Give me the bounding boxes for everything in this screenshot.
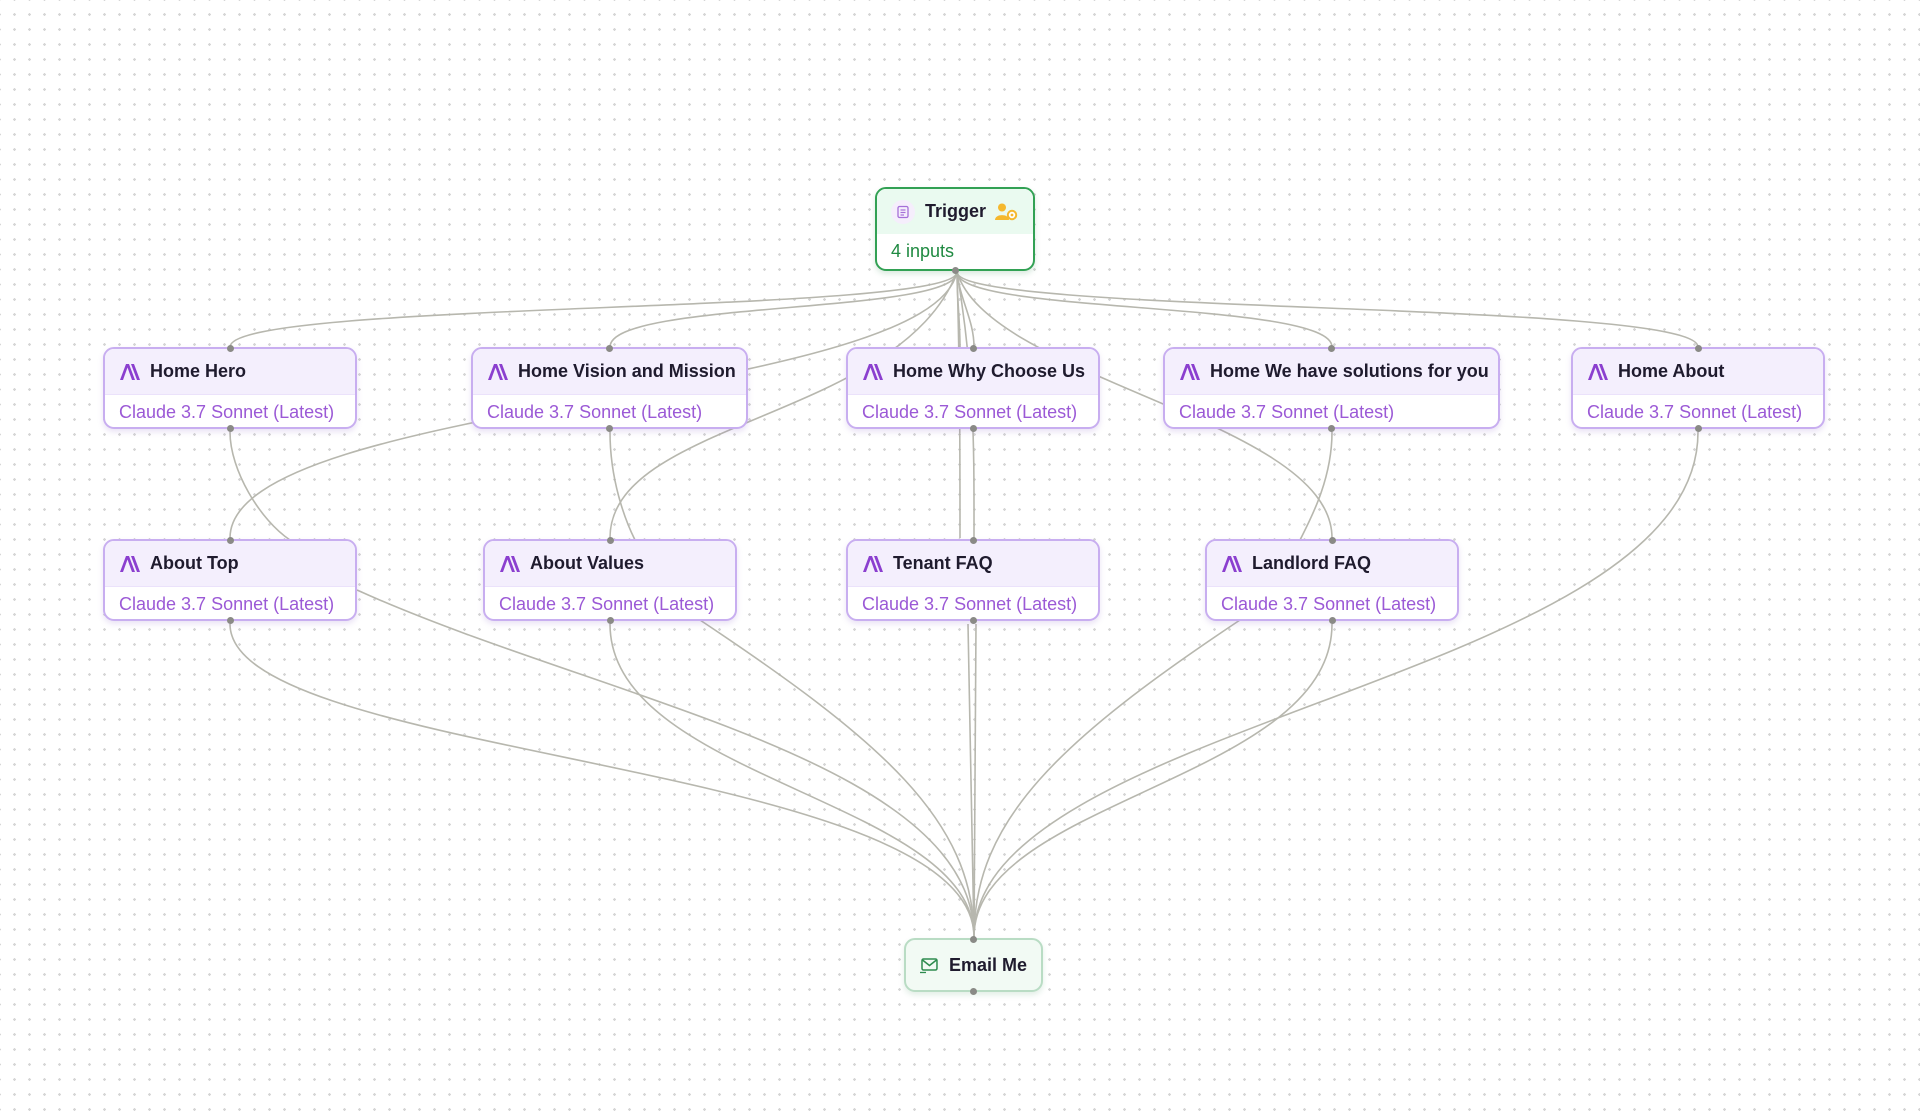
anthropic-icon	[863, 555, 883, 572]
user-gear-icon	[995, 203, 1018, 220]
node-about-values[interactable]: About Values Claude 3.7 Sonnet (Latest)	[483, 537, 737, 624]
edge-tenant-faq-email-a	[967, 623, 975, 938]
edge-home-about-email	[973, 431, 1699, 938]
input-handle[interactable]	[226, 345, 234, 352]
edge-about-top-email-a	[229, 623, 975, 938]
node-header: Home We have solutions for you	[1165, 349, 1498, 395]
node-model: Claude 3.7 Sonnet (Latest)	[119, 594, 335, 614]
node-home-why[interactable]: Home Why Choose Us Claude 3.7 Sonnet (La…	[846, 345, 1100, 432]
node-model: Claude 3.7 Sonnet (Latest)	[499, 594, 715, 614]
output-handle[interactable]	[970, 988, 977, 995]
input-handle[interactable]	[226, 537, 234, 544]
edge-landlord-faq-email-a	[973, 623, 1333, 938]
edge-trigger-home-hero	[229, 271, 958, 348]
node-title: Home Why Choose Us	[893, 361, 1086, 381]
input-handle[interactable]	[969, 537, 977, 544]
node-model: Claude 3.7 Sonnet (Latest)	[862, 594, 1078, 614]
node-title: Tenant FAQ	[893, 553, 993, 573]
output-handle[interactable]	[969, 425, 977, 432]
output-handle[interactable]	[1328, 425, 1335, 432]
node-title: Home Hero	[150, 361, 247, 381]
output-handle[interactable]	[606, 425, 613, 432]
trigger-title: Trigger	[925, 201, 987, 221]
output-handle[interactable]	[1328, 617, 1336, 624]
node-title: Home We have solutions for you	[1210, 361, 1489, 381]
edge-landlord-faq-email-b	[973, 619, 1241, 938]
node-model: Claude 3.7 Sonnet (Latest)	[1221, 594, 1437, 614]
edge-trigger-home-vision	[609, 271, 958, 348]
node-title: Home About	[1618, 361, 1725, 381]
node-title: Home Vision and Mission	[518, 361, 736, 381]
node-landlord-faq[interactable]: Landlord FAQ Claude 3.7 Sonnet (Latest)	[1205, 537, 1459, 624]
email-me-node[interactable]: Email Me	[904, 936, 1043, 995]
node-model: Claude 3.7 Sonnet (Latest)	[1179, 402, 1395, 422]
node-model: Claude 3.7 Sonnet (Latest)	[487, 402, 703, 422]
node-header: About Values	[485, 541, 735, 587]
node-model: Claude 3.7 Sonnet (Latest)	[862, 402, 1078, 422]
node-header: Home About	[1573, 349, 1823, 395]
edge-home-hero-about-top	[229, 431, 291, 541]
node-title: About Top	[150, 553, 239, 573]
node-model: Claude 3.7 Sonnet (Latest)	[1587, 402, 1803, 422]
trigger-inputs-count: 4 inputs	[891, 241, 955, 261]
edge-about-top-email-b	[356, 589, 975, 938]
input-handle[interactable]	[606, 345, 613, 352]
anthropic-icon	[500, 555, 520, 572]
output-handle[interactable]	[226, 617, 234, 624]
node-header: Tenant FAQ	[848, 541, 1098, 587]
anthropic-icon	[488, 363, 508, 380]
node-header: Home Vision and Mission	[473, 349, 746, 395]
output-handle[interactable]	[226, 425, 234, 432]
anthropic-icon	[1222, 555, 1242, 572]
node-home-solutions[interactable]: Home We have solutions for you Claude 3.…	[1163, 345, 1500, 432]
anthropic-icon	[863, 363, 883, 380]
edge-trigger-home-why-b	[956, 271, 975, 348]
node-home-hero[interactable]: Home Hero Claude 3.7 Sonnet (Latest)	[103, 345, 357, 432]
input-handle[interactable]	[1328, 537, 1336, 544]
edge-trigger-home-about	[956, 271, 1699, 348]
edge-about-values-email-a	[609, 623, 975, 938]
node-tenant-faq[interactable]: Tenant FAQ Claude 3.7 Sonnet (Latest)	[846, 537, 1100, 624]
node-home-about[interactable]: Home About Claude 3.7 Sonnet (Latest)	[1571, 345, 1825, 432]
input-handle[interactable]	[1328, 345, 1335, 352]
node-header: Home Hero	[105, 349, 355, 395]
trigger-header: Trigger	[877, 189, 1033, 234]
output-handle[interactable]	[969, 617, 977, 624]
node-home-vision[interactable]: Home Vision and Mission Claude 3.7 Sonne…	[471, 345, 748, 432]
output-handle[interactable]	[1694, 425, 1702, 432]
anthropic-icon	[1180, 363, 1200, 380]
edge-about-values-email-b	[699, 619, 975, 938]
form-icon	[891, 199, 915, 224]
input-handle[interactable]	[970, 936, 977, 943]
node-about-top[interactable]: About Top Claude 3.7 Sonnet (Latest)	[103, 537, 357, 624]
node-header: About Top	[105, 541, 355, 587]
node-header: Home Why Choose Us	[848, 349, 1098, 395]
input-handle[interactable]	[1694, 345, 1702, 352]
output-handle[interactable]	[606, 617, 614, 624]
edge-home-solutions-landlord-faq	[1299, 431, 1333, 541]
edge-trigger-home-why-a	[956, 271, 961, 348]
anthropic-icon	[1588, 363, 1608, 380]
input-handle[interactable]	[606, 537, 614, 544]
node-title: About Values	[530, 553, 645, 573]
node-model: Claude 3.7 Sonnet (Latest)	[119, 402, 335, 422]
anthropic-icon	[120, 363, 140, 380]
input-handle[interactable]	[969, 345, 977, 352]
node-header: Landlord FAQ	[1207, 541, 1457, 587]
node-title: Landlord FAQ	[1252, 553, 1371, 573]
mail-send-icon	[920, 958, 938, 974]
edge-tenant-faq-email-b	[973, 623, 977, 938]
edge-home-vision-about-values	[609, 431, 636, 541]
edge-trigger-home-solutions	[956, 271, 1333, 348]
trigger-node[interactable]: Trigger 4 inputs	[875, 187, 1035, 274]
trigger-output-handle[interactable]	[951, 267, 959, 274]
email-title: Email Me	[948, 954, 1027, 975]
anthropic-icon	[120, 555, 140, 572]
